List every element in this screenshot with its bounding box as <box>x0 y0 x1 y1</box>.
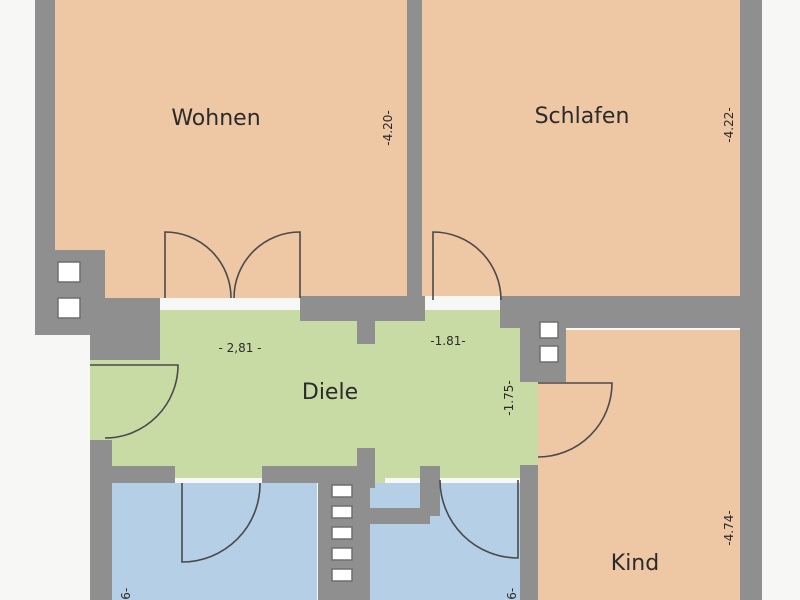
room-bath-left[interactable] <box>112 483 317 600</box>
dim-kind-depth: -4.74- <box>722 510 736 545</box>
room-label-wohnen: Wohnen <box>171 106 260 131</box>
door-bath-right <box>439 479 519 559</box>
doors <box>90 231 613 563</box>
door-schlafen <box>432 231 502 301</box>
dim-diele-width-left: - 2,81 - <box>218 341 261 355</box>
door-bath-left <box>181 482 261 563</box>
room-bath-right[interactable] <box>370 483 522 600</box>
dim-schlafen-depth: -4.22- <box>722 107 736 142</box>
dim-wohnen-depth: -4.20- <box>381 110 395 145</box>
room-label-schlafen: Schlafen <box>535 104 630 129</box>
room-label-kind: Kind <box>611 551 659 576</box>
door-kind <box>537 382 613 458</box>
dim-bottom-left-partial: -6- <box>119 588 133 600</box>
dim-diele-width-right: -1.81- <box>430 334 465 348</box>
room-wohnen[interactable] <box>55 0 407 298</box>
door-wohnen-left <box>164 231 232 299</box>
room-diele[interactable] <box>90 310 538 498</box>
dim-bottom-mid-partial: -6- <box>505 588 519 600</box>
door-wohnen-right <box>233 231 301 299</box>
door-entrance <box>90 364 179 439</box>
room-kind[interactable] <box>538 330 740 600</box>
walls <box>35 0 762 600</box>
ventilation-shafts <box>57 261 559 582</box>
room-schlafen[interactable] <box>422 0 740 296</box>
room-label-diele: Diele <box>302 380 358 405</box>
dim-diele-depth: -1.75- <box>502 380 516 415</box>
